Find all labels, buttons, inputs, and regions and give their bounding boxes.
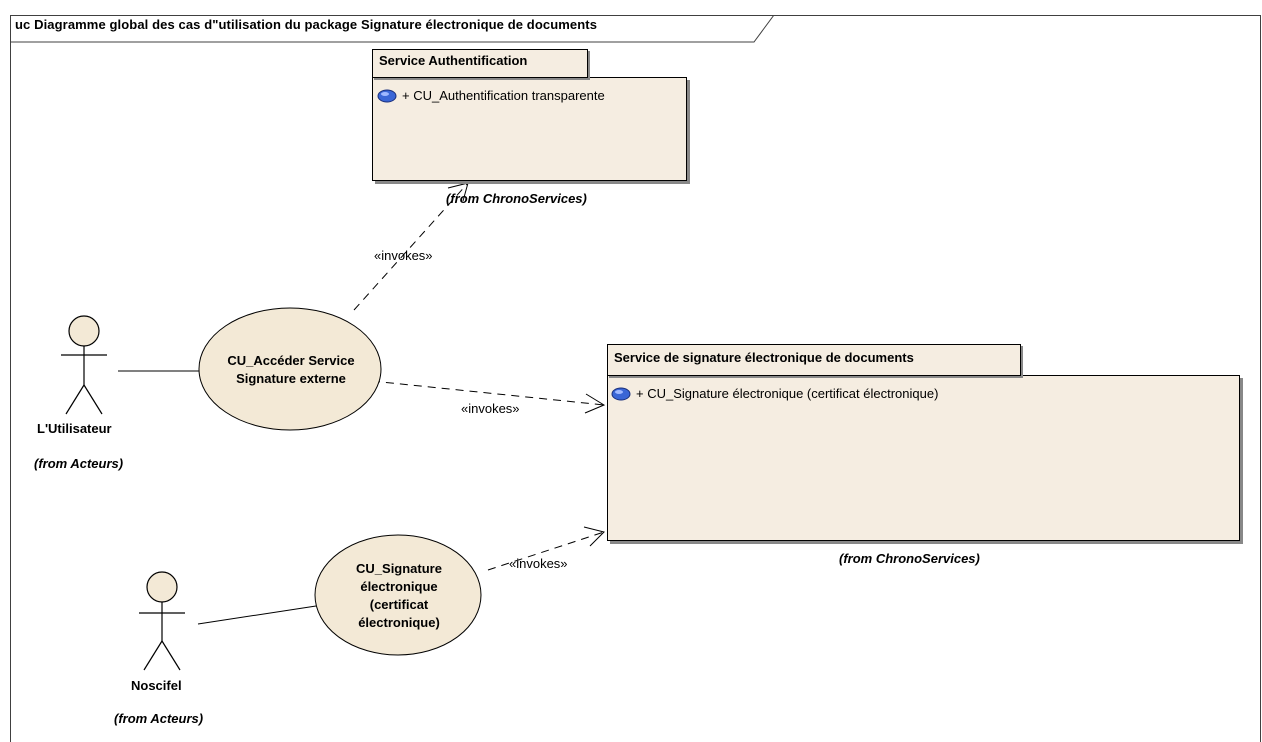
- usecase-acceder-shape: [198, 307, 382, 431]
- usecase-signature-line4: électronique): [358, 615, 440, 630]
- package-auth-name: Service Authentification: [379, 53, 528, 68]
- diagram-title: uc Diagramme global des cas d"utilisatio…: [15, 17, 598, 32]
- invokes-sig2-arrowhead: [583, 526, 605, 547]
- usecase-signature-line2: électronique: [360, 579, 438, 594]
- usecase-acceder-line2: Signature externe: [236, 371, 346, 386]
- invokes-sig2-line: [487, 531, 605, 571]
- invokes-sig1-arrowhead: [584, 393, 606, 414]
- actor-noscifel-figure: [139, 571, 185, 671]
- usecase-acceder[interactable]: CU_Accéder Service Signature externe: [200, 310, 382, 430]
- usecase-signature-shape: [314, 534, 482, 656]
- usecase-icon: [611, 387, 631, 400]
- package-auth-item-label: + CU_Authentification transparente: [402, 88, 605, 103]
- invokes-auth-line: [353, 182, 469, 311]
- package-signature-name: Service de signature électronique de doc…: [614, 350, 914, 365]
- package-auth-item[interactable]: + CU_Authentification transparente: [377, 88, 605, 103]
- package-auth-from: (from ChronoServices): [446, 191, 587, 206]
- package-signature-item[interactable]: + CU_Signature électronique (certificat …: [611, 386, 938, 401]
- package-auth-tab[interactable]: Service Authentification: [372, 49, 588, 78]
- actor-utilisateur-from: (from Acteurs): [34, 456, 124, 471]
- package-signature-body[interactable]: [607, 375, 1240, 541]
- package-signature-item-label: + CU_Signature électronique (certificat …: [636, 386, 939, 401]
- invokes-sig1-line: [371, 380, 605, 406]
- diagram-frame: [10, 15, 1261, 742]
- usecase-signature[interactable]: CU_Signature électronique (certificat él…: [316, 536, 482, 656]
- association-noscifel: [197, 605, 317, 625]
- actor-noscifel-name[interactable]: Noscifel: [131, 678, 182, 693]
- frame-tab: [10, 15, 775, 43]
- package-signature-from: (from ChronoServices): [839, 551, 980, 566]
- usecase-signature-line1: CU_Signature: [356, 561, 442, 576]
- usecase-icon: [377, 89, 397, 102]
- invokes-auth-arrowhead: [447, 182, 469, 202]
- package-auth-body[interactable]: [372, 77, 687, 181]
- package-signature-tab[interactable]: Service de signature électronique de doc…: [607, 344, 1021, 376]
- usecase-acceder-line1: CU_Accéder Service: [227, 353, 355, 368]
- actor-utilisateur-figure: [61, 315, 107, 415]
- invokes-sig1-label: «invokes»: [461, 401, 520, 416]
- actor-utilisateur-name[interactable]: L'Utilisateur: [37, 421, 112, 436]
- actor-noscifel-from: (from Acteurs): [114, 711, 204, 726]
- invokes-sig2-label: «invokes»: [509, 556, 568, 571]
- usecase-signature-line3: (certificat: [369, 597, 429, 612]
- invokes-auth-label: «invokes»: [374, 248, 433, 263]
